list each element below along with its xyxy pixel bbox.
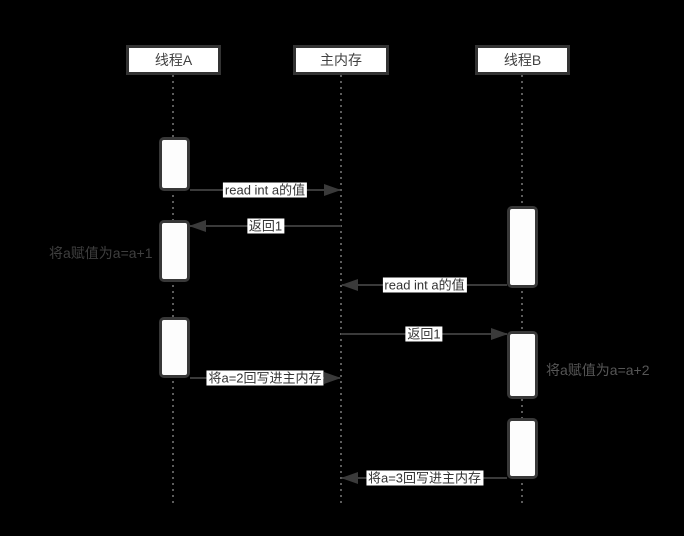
message-read-a-from-thread-b: read int a的值 bbox=[341, 277, 507, 293]
arrowhead-left-icon bbox=[341, 472, 358, 484]
arrowhead-left-icon bbox=[189, 220, 206, 232]
lifeline-thread-b bbox=[521, 75, 523, 506]
message-write-a2-to-memory: 将a=2回写进主内存 bbox=[190, 370, 341, 386]
arrowhead-right-icon bbox=[491, 328, 508, 340]
arrowhead-left-icon bbox=[341, 279, 358, 291]
activation-thread-b-2 bbox=[507, 331, 538, 399]
message-read-a-from-thread-a: read int a的值 bbox=[190, 182, 341, 198]
annotation-thread-a-assign: 将a赋值为a=a+1 bbox=[49, 245, 153, 261]
annotation-thread-b-assign: 将a赋值为a=a+2 bbox=[546, 362, 650, 378]
message-return-1-to-thread-b: 返回1 bbox=[341, 326, 508, 342]
activation-thread-b-3 bbox=[507, 418, 538, 479]
message-label: 返回1 bbox=[246, 218, 285, 234]
message-label: 将a=2回写进主内存 bbox=[206, 370, 324, 386]
message-label: read int a的值 bbox=[222, 182, 308, 198]
arrowhead-right-icon bbox=[324, 372, 341, 384]
activation-thread-a-2 bbox=[159, 220, 190, 282]
message-write-a3-to-memory: 将a=3回写进主内存 bbox=[341, 470, 507, 486]
activation-thread-a-1 bbox=[159, 137, 190, 191]
message-label: read int a的值 bbox=[382, 277, 467, 293]
actor-main-memory: 主内存 bbox=[293, 45, 389, 75]
arrowhead-right-icon bbox=[324, 184, 341, 196]
message-return-1-to-thread-a: 返回1 bbox=[189, 218, 341, 234]
message-label: 将a=3回写进主内存 bbox=[365, 470, 484, 486]
activation-thread-b-1 bbox=[507, 206, 538, 288]
message-label: 返回1 bbox=[405, 326, 443, 342]
activation-thread-a-3 bbox=[159, 317, 190, 378]
lifeline-thread-a bbox=[172, 75, 174, 503]
actor-thread-a: 线程A bbox=[126, 45, 221, 75]
actor-thread-b: 线程B bbox=[475, 45, 570, 75]
